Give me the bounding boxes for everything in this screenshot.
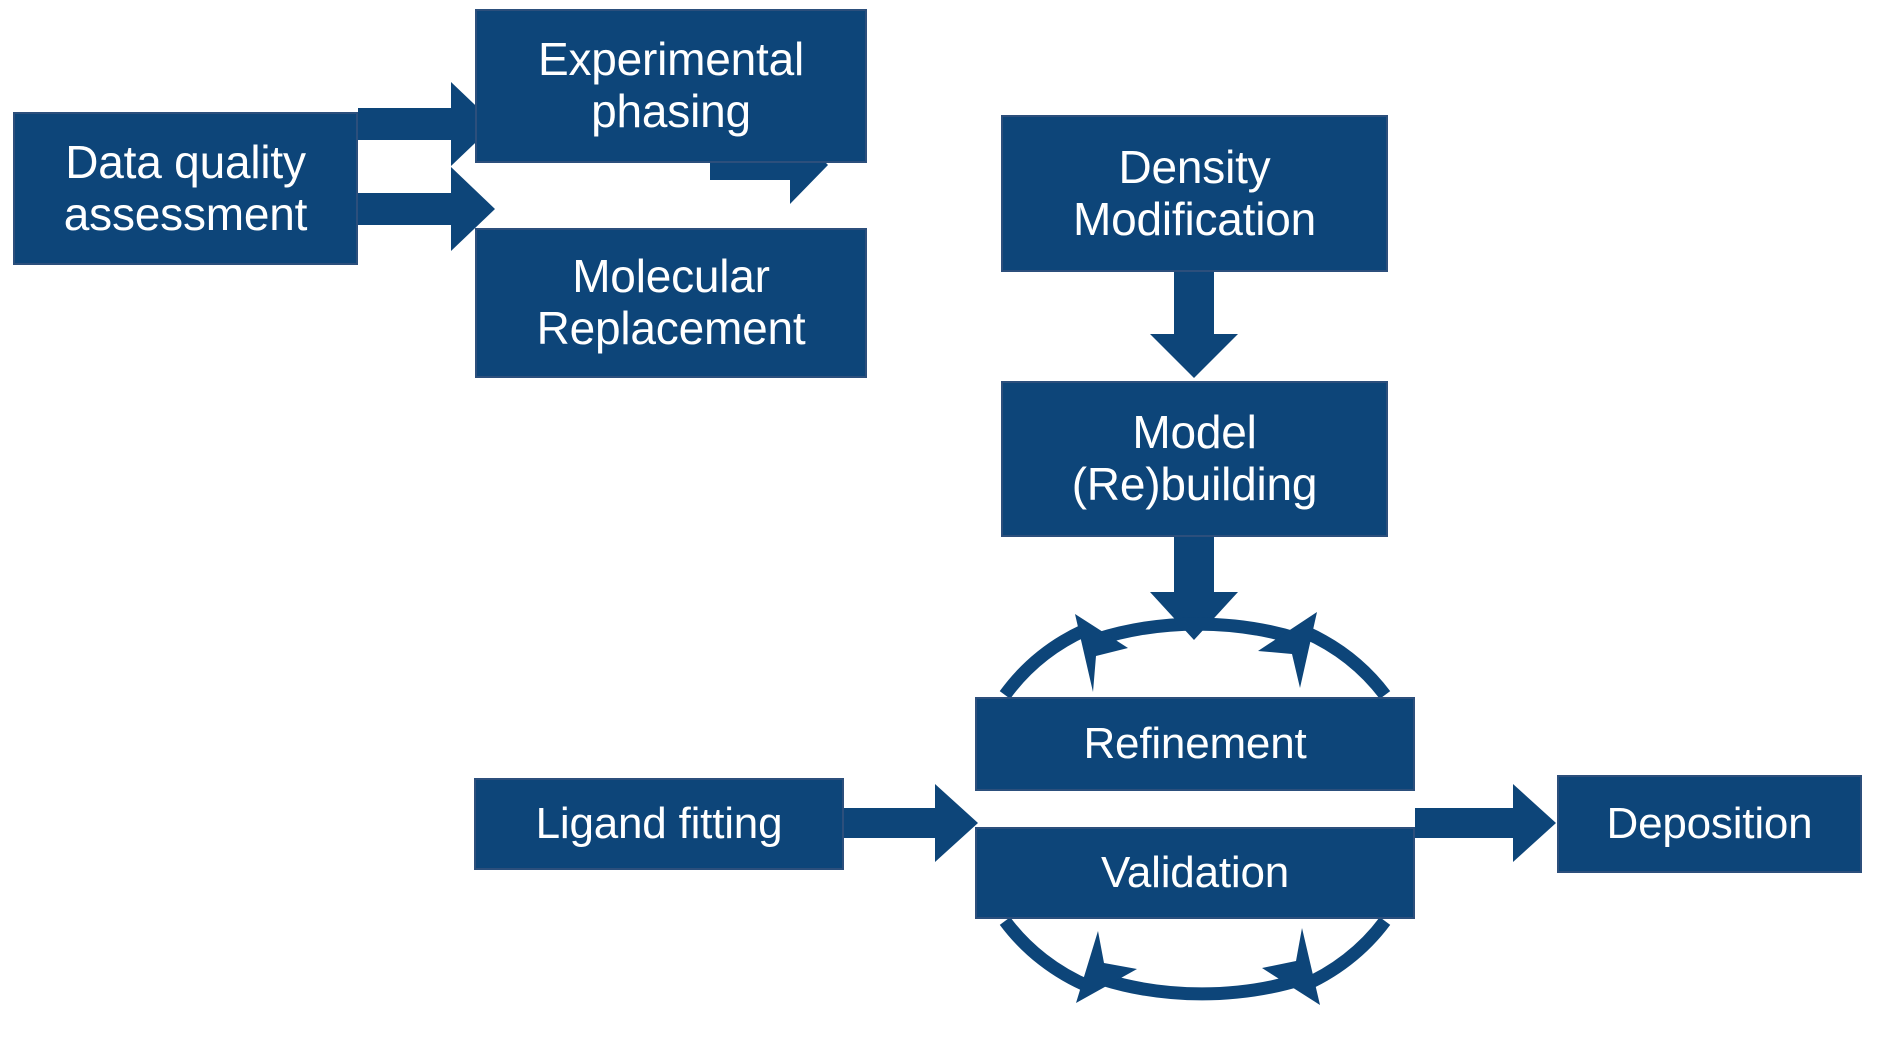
arrow-density-modification-to-model-rebuilding (1150, 272, 1238, 378)
node-label-density-modification: Density Modification (1072, 140, 1317, 245)
node-label-deposition: Deposition (1606, 799, 1813, 849)
node-molecular-replacement[interactable]: Molecular Replacement (475, 228, 867, 378)
node-refinement[interactable]: Refinement (975, 697, 1415, 791)
node-ligand-fitting[interactable]: Ligand fitting (474, 778, 844, 870)
arrow-data-quality-to-molecular-replacement (358, 167, 495, 251)
node-label-molecular-replacement: Molecular Replacement (536, 250, 806, 354)
arrow-ligand-fitting-to-cycle (844, 784, 978, 862)
arrow-model-rebuilding-to-cycle (1150, 537, 1238, 640)
node-density-modification[interactable]: Density Modification (1001, 115, 1388, 272)
node-validation[interactable]: Validation (975, 827, 1415, 919)
node-label-data-quality-assessment: Data quality assessment (63, 135, 308, 240)
node-deposition[interactable]: Deposition (1557, 775, 1862, 873)
node-model-rebuilding[interactable]: Model (Re)building (1001, 381, 1388, 537)
node-label-ligand-fitting: Ligand fitting (535, 799, 783, 849)
node-experimental-phasing[interactable]: Experimental phasing (475, 9, 867, 163)
node-label-validation: Validation (1101, 848, 1289, 898)
node-label-model-rebuilding: Model (Re)building (1071, 406, 1318, 510)
arrow-cycle-to-deposition (1415, 784, 1556, 862)
cycle-arrowheads (1075, 612, 1320, 1005)
node-label-refinement: Refinement (1083, 719, 1307, 769)
arrow-data-quality-to-experimental-phasing (358, 82, 495, 166)
node-data-quality-assessment[interactable]: Data quality assessment (13, 112, 358, 265)
node-label-experimental-phasing: Experimental phasing (537, 33, 805, 137)
cycle-arrows-refinement-validation (999, 617, 1391, 1001)
